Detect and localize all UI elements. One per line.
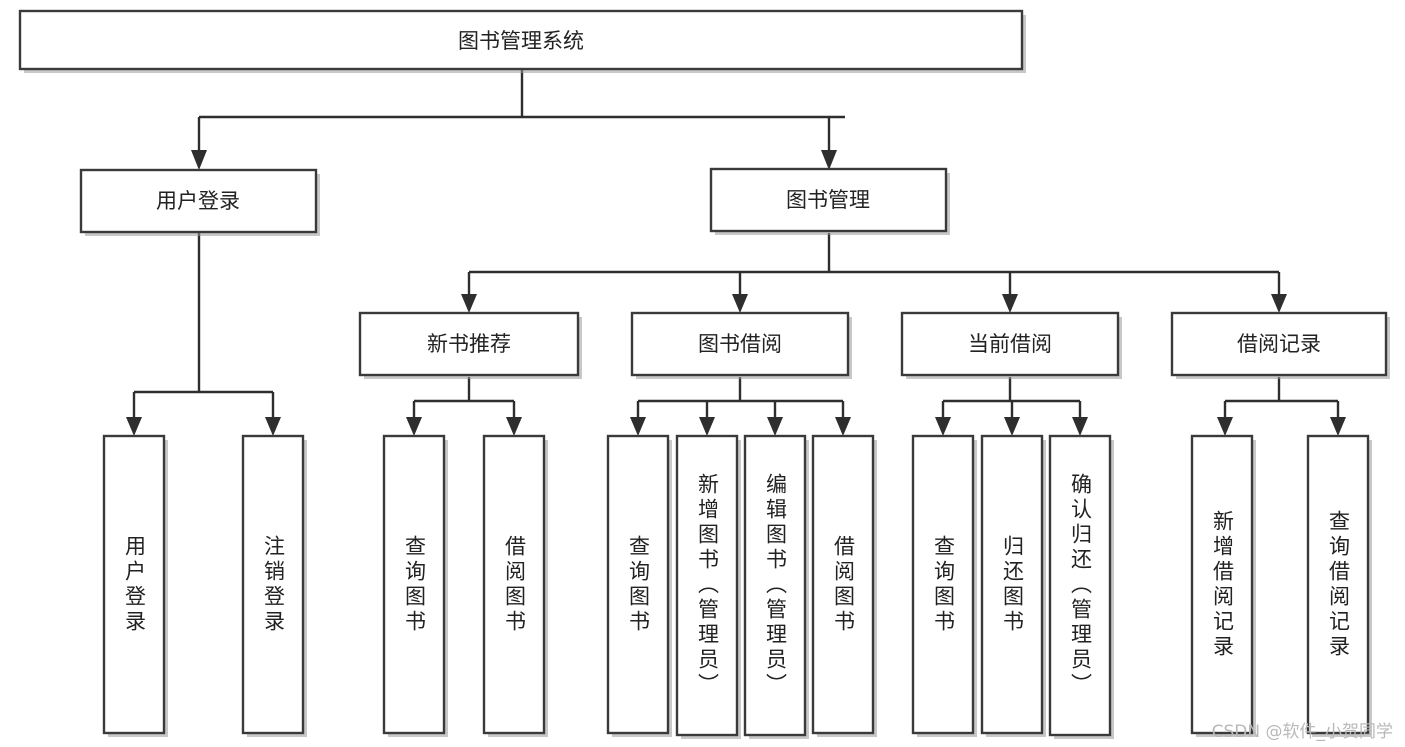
node-current-borrow-box[interactable] [900,311,1120,377]
arrowhead-user-login [191,150,207,170]
arrowhead-leaf-logout [265,417,281,436]
node-root-box[interactable] [18,9,1024,71]
leaf-box-br-query[interactable] [1306,434,1370,735]
arrowhead-br-leaf1 [1217,417,1233,436]
leaf-box-bb-query[interactable] [606,434,670,735]
arrowhead-bb-leaf3 [767,417,783,436]
node-new-book-label: 新书推荐 [427,332,511,356]
csdn-watermark: CSDN @软件_小贺同学 [1211,722,1393,742]
node-current-borrow-label: 当前借阅 [968,332,1052,356]
leaf-box-bb-edit[interactable] [743,434,807,737]
node-user-login-label: 用户登录 [156,189,240,213]
arrowhead-borrow-record [1271,294,1287,313]
arrowhead-book-borrow [732,294,748,313]
node-user-login-box[interactable] [79,168,318,234]
leaf-box-bb-borrow[interactable] [811,434,875,735]
node-borrow-record-label: 借阅记录 [1237,332,1321,356]
leaf-box-bb-add[interactable] [675,434,739,737]
leaf-box-user-login[interactable] [102,434,166,735]
arrowhead-current-borrow [1002,294,1018,313]
leaf-box-br-add[interactable] [1190,434,1254,735]
leaf-box-nb-query[interactable] [382,434,446,735]
node-book-borrow-label: 图书借阅 [698,332,782,356]
leaf-box-nb-borrow[interactable] [482,434,546,735]
leaf-box-cb-confirm[interactable] [1048,434,1112,737]
node-book-borrow-box[interactable] [630,311,850,377]
leaf-box-cb-return[interactable] [980,434,1044,735]
arrowhead-nb-leaf2 [506,417,522,436]
node-layer: 图书管理系统 用户登录 图书管理 新书推荐 图书借阅 当前借阅 借阅记录 [18,9,1390,739]
node-borrow-record-box[interactable] [1170,311,1388,377]
arrowhead-bb-leaf2 [699,417,715,436]
leaf-box-logout[interactable] [241,434,305,735]
node-book-manage-label: 图书管理 [786,188,870,212]
arrowhead-cb-leaf3 [1072,417,1088,436]
arrowhead-bb-leaf1 [630,417,646,436]
node-root-label: 图书管理系统 [458,29,584,53]
arrowhead-bb-leaf4 [835,417,851,436]
arrowhead-nb-leaf1 [406,417,422,436]
node-new-book-box[interactable] [358,311,580,377]
arrowhead-br-leaf2 [1330,417,1346,436]
leaf-box-cb-query[interactable] [911,434,975,735]
arrowhead-cb-leaf2 [1004,417,1020,436]
arrowhead-book-manage [821,150,837,170]
arrowhead-cb-leaf1 [935,417,951,436]
arrowhead-leaf-user-login [126,417,142,436]
node-book-manage-box[interactable] [709,167,948,233]
edge-layer [126,69,1346,436]
arrowhead-new-book [461,294,477,313]
